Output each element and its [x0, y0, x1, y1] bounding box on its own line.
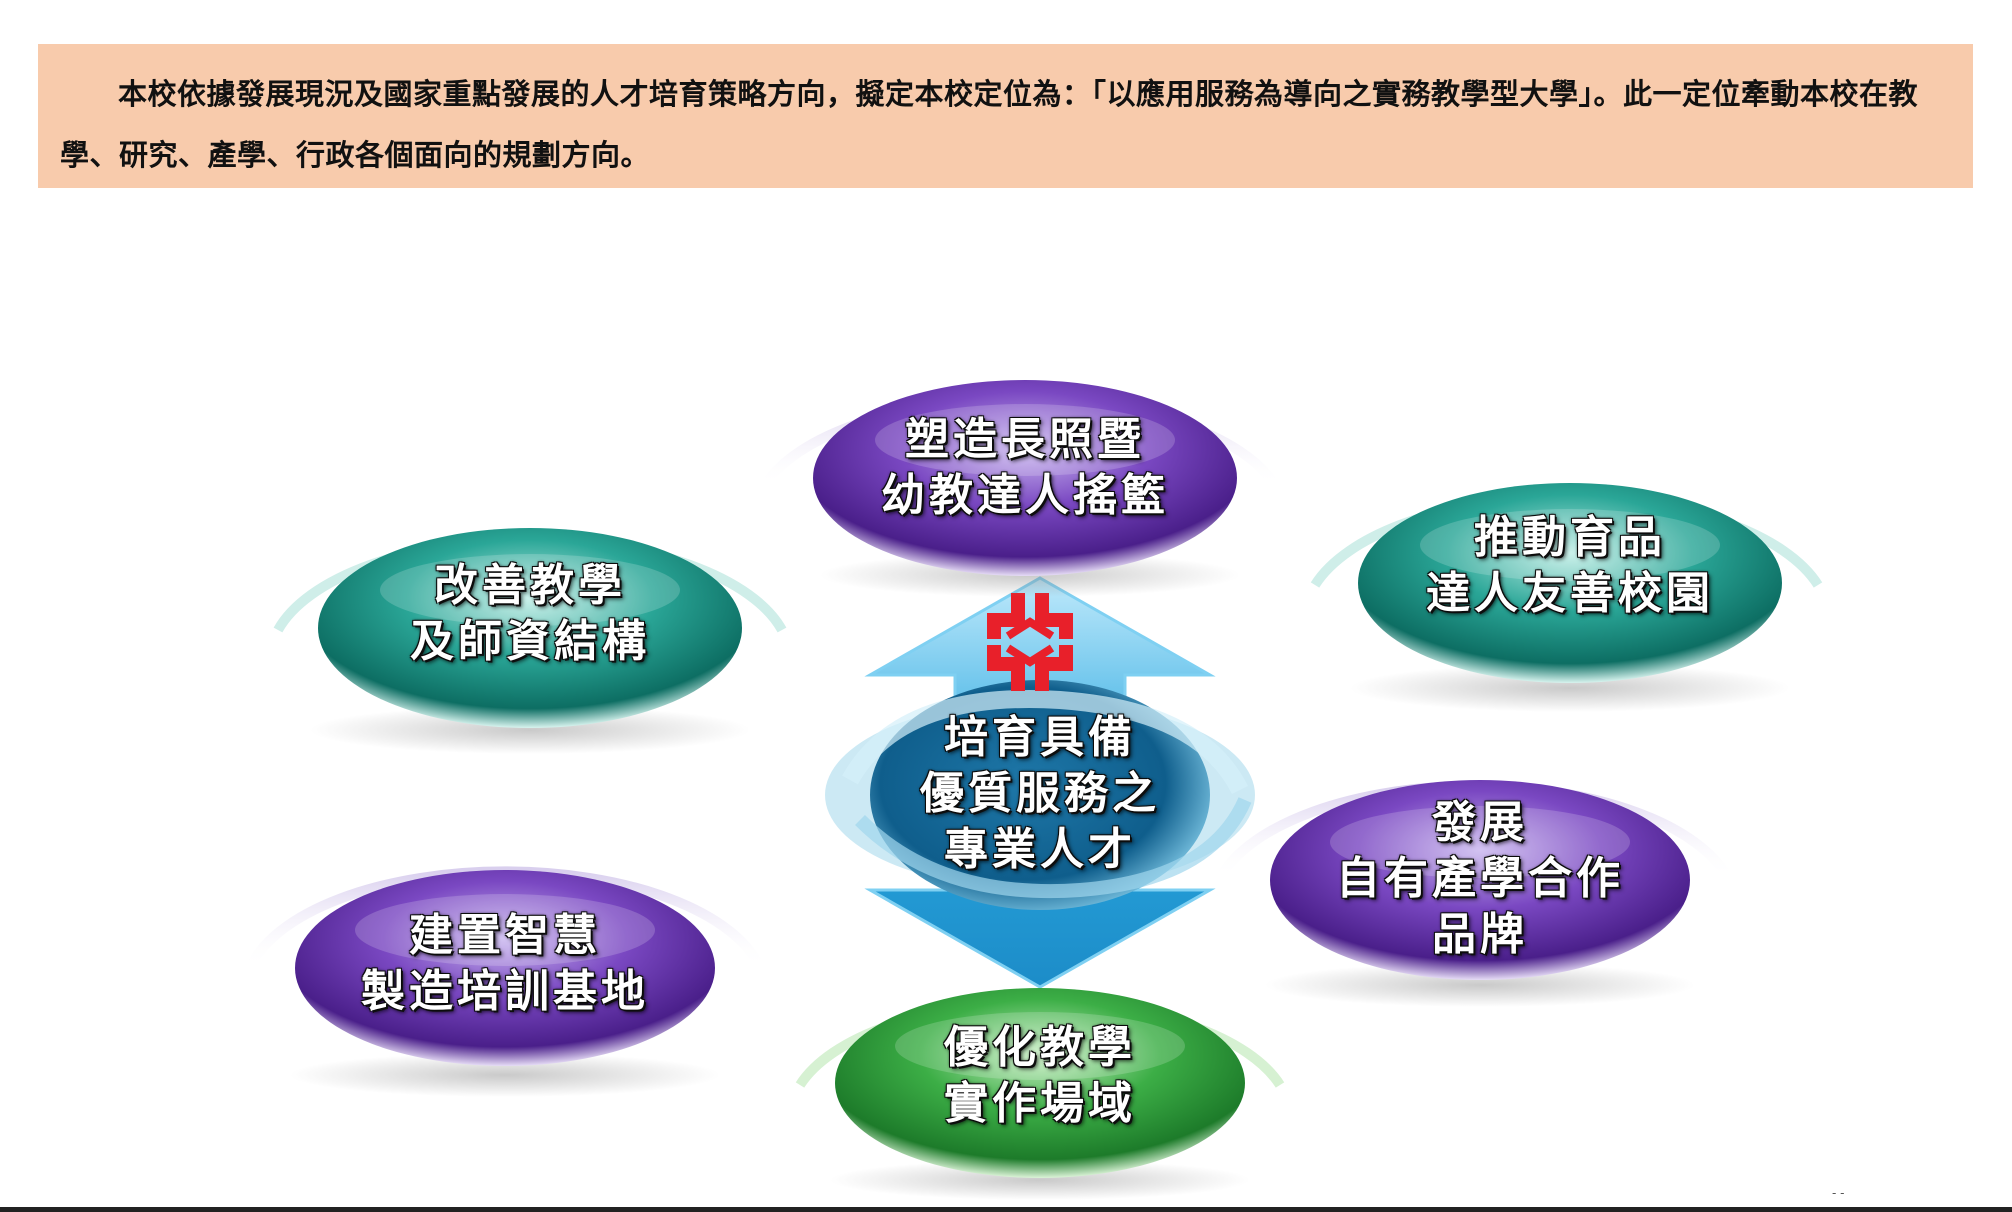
node-line: 幼教達人搖籃	[881, 470, 1169, 521]
node-upper-right	[1310, 483, 1823, 712]
center-line: 優質服務之	[920, 768, 1160, 819]
node-line: 自有產學合作	[1336, 853, 1624, 904]
intro-paragraph: 本校依據發展現況及國家重點發展的人才培育策略方向，擬定本校定位為：「以應用服務為…	[38, 44, 1973, 188]
node-lower-right-label: 發展 自有產學合作 品牌	[1280, 795, 1680, 963]
node-top-label: 塑造長照暨 幼教達人搖籃	[825, 412, 1225, 524]
node-bottom-label: 優化教學 實作場域	[840, 1020, 1240, 1132]
node-lower-left-label: 建置智慧 製造培訓基地	[305, 908, 705, 1020]
node-upper-left	[273, 528, 787, 754]
center-line: 培育具備	[944, 712, 1136, 763]
node-lower-right	[1215, 780, 1733, 1007]
node-line: 改善教學	[434, 560, 626, 611]
node-bottom	[795, 988, 1285, 1200]
node-line: 製造培訓基地	[361, 966, 649, 1017]
center-line: 專業人才	[944, 824, 1136, 875]
node-top	[760, 380, 1280, 597]
node-line: 達人友善校園	[1426, 568, 1714, 619]
node-line: 實作場域	[944, 1078, 1136, 1129]
node-upper-right-label: 推動育品 達人友善校園	[1370, 510, 1770, 622]
node-line: 推動育品	[1474, 512, 1666, 563]
node-line: 建置智慧	[409, 910, 601, 961]
node-line: 塑造長照暨	[905, 414, 1145, 465]
bottom-rule	[0, 1207, 2012, 1212]
node-line: 品牌	[1432, 909, 1528, 960]
center-label: 培育具備 優質服務之 專業人才	[840, 710, 1240, 878]
node-line: 及師資結構	[410, 616, 650, 667]
red-cross-logo-icon	[987, 593, 1073, 691]
node-line: 優化教學	[944, 1022, 1136, 1073]
node-lower-left	[245, 866, 765, 1097]
node-upper-left-label: 改善教學 及師資結構	[330, 558, 730, 670]
node-line: 發展	[1432, 797, 1528, 848]
center-swirl	[825, 680, 1255, 910]
page-mark: - -	[1832, 1186, 1845, 1200]
